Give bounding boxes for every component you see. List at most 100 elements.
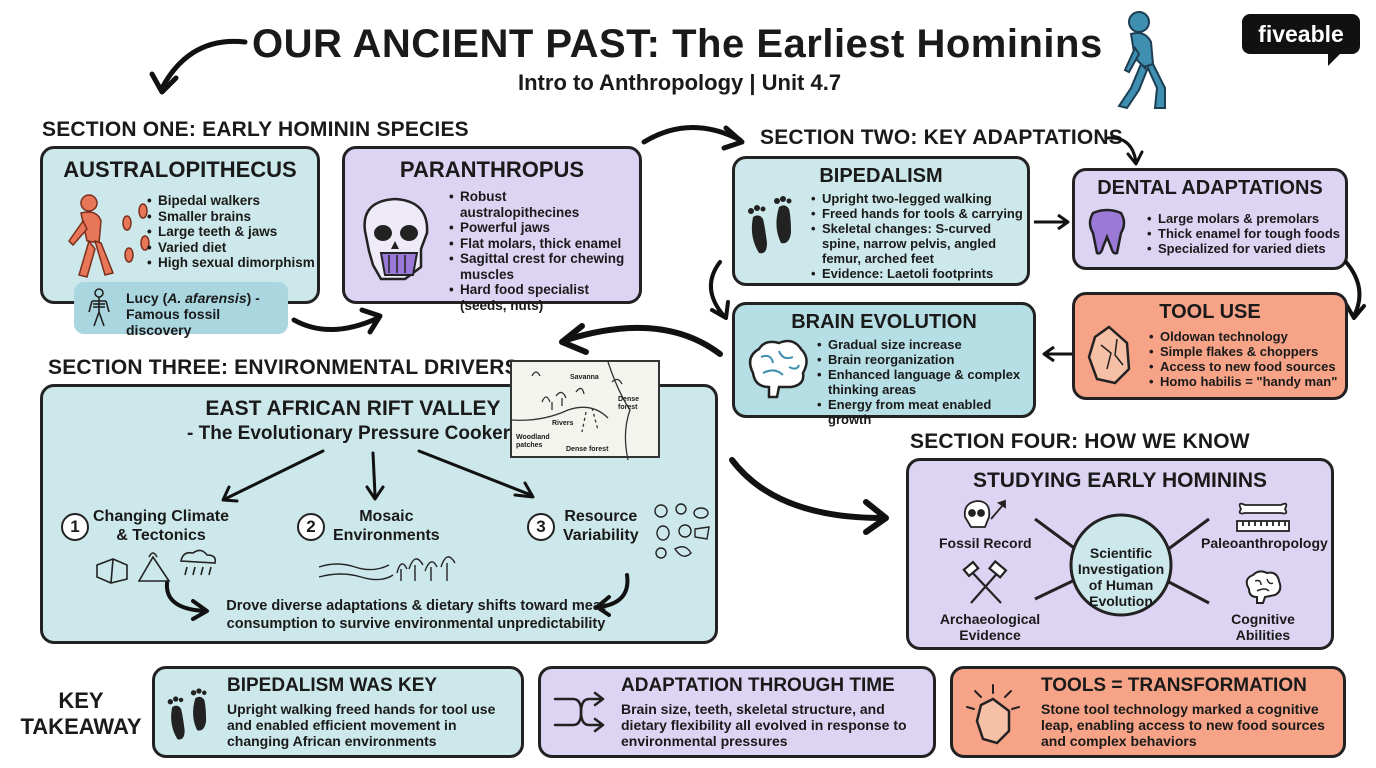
studying-title: STUDYING EARLY HOMININS <box>972 469 1268 492</box>
map-label: Dense forest <box>618 396 640 411</box>
takeaway-body: Upright walking freed hands for tool use… <box>227 701 495 749</box>
takeaway-line: dietary flexibility all evolved in respo… <box>621 717 907 733</box>
node-archaeological-evidence: Archaeological Evidence <box>931 611 1049 643</box>
node-line: Archaeological <box>939 611 1041 627</box>
node-paleoanthropology: Paleoanthropology <box>1201 535 1328 551</box>
takeaway-title: ADAPTATION THROUGH TIME <box>621 675 895 696</box>
driver-number: 1 <box>61 513 89 541</box>
trait-item: Upright two-legged walking <box>811 191 1023 206</box>
lucy-description: Famous fossil discovery <box>126 306 221 338</box>
takeaway-card-tools: TOOLS = TRANSFORMATION Stone tool techno… <box>950 666 1346 758</box>
takeaway-label-line: KEY <box>58 688 104 713</box>
takeaway-card-adaptation: ADAPTATION THROUGH TIME Brain size, teet… <box>538 666 936 758</box>
flow-arrow-icon <box>291 307 383 335</box>
trait-item: Skeletal changes: S-curved spine, narrow… <box>811 221 1023 266</box>
map-label: Savanna <box>570 374 599 381</box>
takeaway-title: TOOLS = TRANSFORMATION <box>1041 675 1307 696</box>
branching-arrows-icon <box>553 691 605 733</box>
takeaway-body: Stone tool technology marked a cognitive… <box>1041 701 1325 749</box>
fiveable-logo[interactable]: fiveable <box>1242 14 1360 66</box>
trait-item: High sexual dimorphism <box>147 255 315 271</box>
australopithecus-title: AUSTRALOPITHECUS <box>63 157 297 182</box>
takeaway-title: BIPEDALISM WAS KEY <box>227 675 438 696</box>
flow-arrow-icon <box>164 581 209 621</box>
driver-line: Resource <box>564 508 638 525</box>
takeaway-line: and complex behaviors <box>1041 733 1197 749</box>
trait-item: Enhanced language & complex thinking are… <box>817 367 1029 397</box>
driver-label: Mosaic Environments <box>333 507 440 545</box>
hammer-tools-icon <box>962 559 1008 604</box>
rift-valley-subtitle: - The Evolutionary Pressure Cooker <box>187 423 511 444</box>
trait-item: Freed hands for tools & carrying <box>811 206 1023 221</box>
brain-traits: Gradual size increase Brain reorganizati… <box>817 337 1029 427</box>
trait-item: Gradual size increase <box>817 337 1029 352</box>
trait-item: Powerful jaws <box>449 220 629 236</box>
trait-item: Large molars & premolars <box>1147 211 1340 226</box>
fossil-skull-icon <box>963 499 1006 528</box>
driver-line: Environments <box>333 527 440 544</box>
conclusion-line: consumption to survive environmental unp… <box>226 616 606 632</box>
trait-item: Oldowan technology <box>1149 329 1337 344</box>
trait-item: Sagittal crest for chewing muscles <box>449 251 629 282</box>
takeaway-card-bipedalism: BIPEDALISM WAS KEY Upright walking freed… <box>152 666 524 758</box>
takeaway-line: environmental pressures <box>621 733 788 749</box>
tooth-icon <box>1088 208 1126 255</box>
map-label: Dense forest <box>566 446 609 453</box>
skeleton-icon <box>88 288 110 327</box>
bone-ruler-icon <box>1236 502 1290 532</box>
takeaway-line: changing African environments <box>227 733 437 749</box>
walking-hominin-icon <box>1117 11 1166 110</box>
stone-tool-spark-icon <box>966 684 1020 745</box>
takeaway-line: Stone tool technology marked a cognitive <box>1041 701 1319 717</box>
climate-tectonics-icon <box>96 549 217 584</box>
flow-arrow-icon <box>729 457 889 535</box>
hub-line: Evolution <box>1089 593 1153 609</box>
lucy-badge: Lucy (A. afarensis) - Famous fossil disc… <box>74 282 288 338</box>
dental-traits: Large molars & premolars Thick enamel fo… <box>1147 211 1340 256</box>
trait-item: Flat molars, thick enamel <box>449 236 629 252</box>
node-line: Cognitive <box>1231 611 1295 627</box>
cognitive-brain-icon <box>1245 570 1282 604</box>
australopithecus-card: AUSTRALOPITHECUS Bipedal walkers Smaller… <box>40 146 320 304</box>
flow-arrow-icon <box>1344 260 1366 320</box>
node-cognitive-abilities: Cognitive Abilities <box>1213 611 1313 643</box>
trait-item: Large teeth & jaws <box>147 224 315 240</box>
australopithecus-traits: Bipedal walkers Smaller brains Large tee… <box>147 193 315 271</box>
trait-item: Energy from meat enabled growth <box>817 397 1029 427</box>
driver-number: 3 <box>527 513 555 541</box>
paranthropus-card: PARANTHROPUS Robust australopithecines P… <box>342 146 642 313</box>
trait-item: Robust australopithecines <box>449 189 629 220</box>
dental-title: DENTAL ADAPTATIONS <box>1097 177 1323 199</box>
paranthropus-title: PARANTHROPUS <box>399 157 585 182</box>
driver-label: Changing Climate & Tectonics <box>93 507 229 545</box>
takeaway-line: Brain size, teeth, skeletal structure, a… <box>621 701 885 717</box>
bipedalism-title: BIPEDALISM <box>819 165 943 187</box>
trait-item: Thick enamel for tough foods <box>1147 226 1340 241</box>
flow-arrow-icon <box>595 573 630 617</box>
trait-item: Smaller brains <box>147 209 315 225</box>
flow-arrow-icon <box>1034 213 1070 231</box>
flow-arrow-icon <box>559 323 723 357</box>
takeaway-body: Brain size, teeth, skeletal structure, a… <box>621 701 907 749</box>
stone-tool-icon <box>1087 325 1131 385</box>
branch-arrows-icon <box>221 449 535 503</box>
section-one-heading: SECTION ONE: EARLY HOMININ SPECIES <box>42 118 469 141</box>
page-subtitle: Intro to Anthropology | Unit 4.7 <box>518 70 842 95</box>
tool-use-traits: Oldowan technology Simple flakes & chopp… <box>1149 329 1337 389</box>
tool-use-card: TOOL USE Oldowan technology Simple flake… <box>1072 292 1348 400</box>
rift-valley-map: Savanna Rivers Woodland patches Dense fo… <box>510 360 660 461</box>
curved-arrow-icon <box>149 38 248 95</box>
takeaway-label-line: TAKEAWAY <box>20 714 142 739</box>
takeaway-line: and enabled efficient movement in <box>227 717 457 733</box>
section-two-heading: SECTION TWO: KEY ADAPTATIONS <box>760 126 1123 149</box>
map-label: Woodland patches <box>516 434 550 449</box>
map-label: Rivers <box>552 420 574 427</box>
page-title: OUR ANCIENT PAST: The Earliest Hominins <box>252 22 1103 66</box>
trait-item: Specialized for varied diets <box>1147 241 1340 256</box>
bipedalism-traits: Upright two-legged walking Freed hands f… <box>811 191 1023 281</box>
tool-use-title: TOOL USE <box>1159 301 1261 323</box>
skull-icon <box>363 197 429 281</box>
conclusion-line: Drove diverse adaptations & dietary shif… <box>226 598 606 614</box>
key-takeaway-label: KEY TAKEAWAY <box>18 688 144 740</box>
trait-item: Bipedal walkers <box>147 193 315 209</box>
